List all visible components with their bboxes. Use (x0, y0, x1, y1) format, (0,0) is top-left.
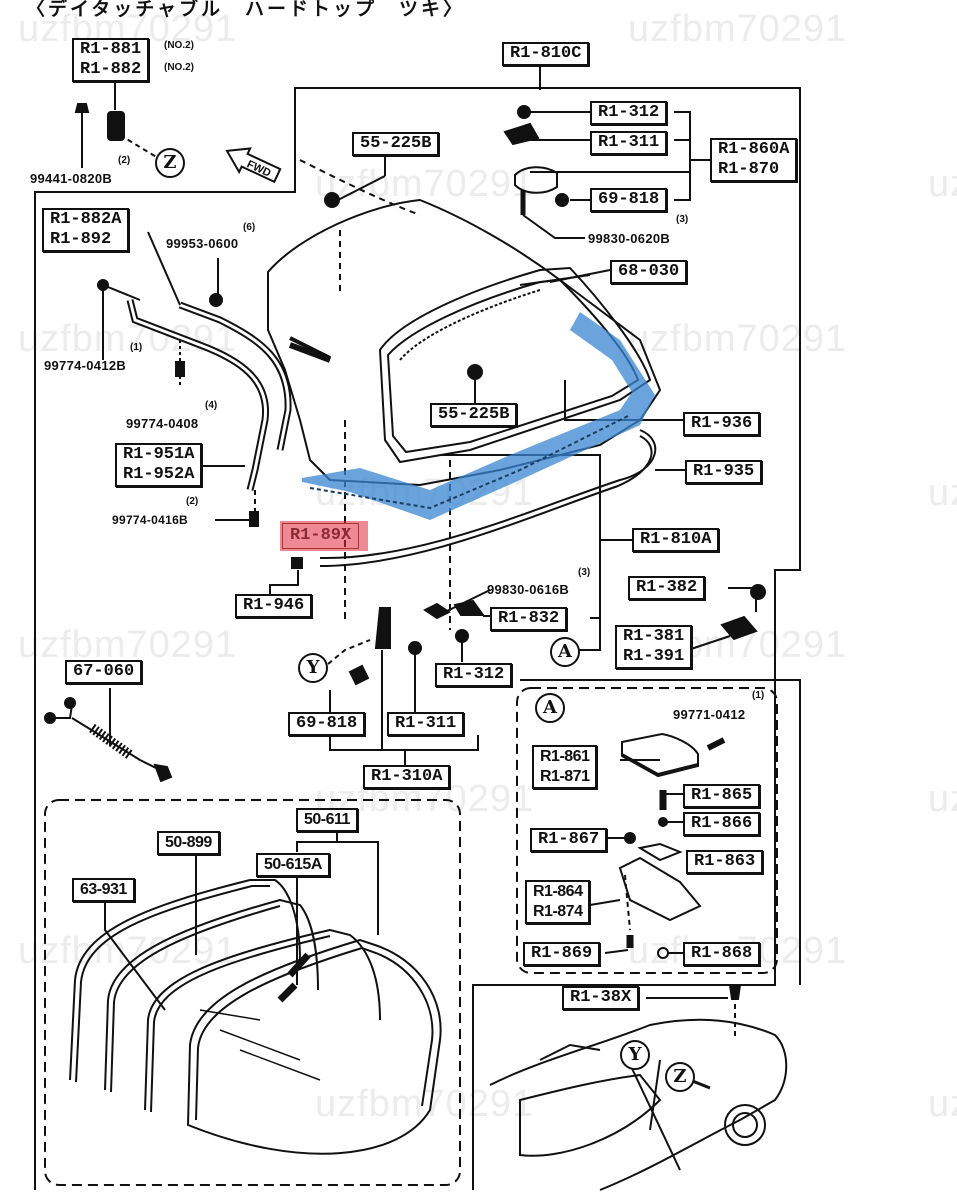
label-r1-866[interactable]: R1-866 (683, 812, 761, 836)
qty-99774-0412b: (1) (130, 342, 143, 353)
callout-y-car: Y (620, 1040, 650, 1070)
label-r1-867[interactable]: R1-867 (530, 828, 608, 852)
label-r1-935[interactable]: R1-935 (685, 460, 763, 484)
label-r1-936[interactable]: R1-936 (683, 412, 761, 436)
callout-a-detail: A (535, 693, 565, 723)
weatherstrip-r1-935 (319, 429, 657, 560)
watermark: uzfbm70291 (928, 778, 957, 820)
label-r1-310a[interactable]: R1-310A (363, 765, 451, 789)
qty-99830-0620b: (3) (676, 214, 689, 225)
partno-99830-0620b[interactable]: 99830-0620B (588, 231, 671, 246)
diagram-title: 〈デイタッチャブル ハードトップ ツキ〉 (26, 0, 466, 20)
label-r1-861[interactable]: R1-861 R1-871 (532, 745, 598, 789)
label-r1-89x-selected[interactable]: R1-89X (280, 521, 368, 551)
callout-z-car: Z (665, 1062, 695, 1092)
watermark: uzfbm70291 (628, 318, 848, 360)
label-r1-312-bot[interactable]: R1-312 (435, 663, 513, 687)
partno-99830-0616b[interactable]: 99830-0616B (487, 582, 570, 597)
label-r1-860a[interactable]: R1-860A R1-870 (710, 138, 798, 182)
label-67-060[interactable]: 67-060 (65, 660, 143, 684)
label-68-030[interactable]: 68-030 (610, 260, 688, 284)
qty-99771-0412: (1) (752, 690, 765, 701)
qty-99830-0616b: (3) (578, 567, 591, 578)
highlighted-rear-rail (302, 312, 655, 520)
label-r1-311-top[interactable]: R1-311 (590, 131, 668, 155)
label-69-818-bot[interactable]: 69-818 (288, 712, 366, 736)
weatherstrip-kit-box (44, 799, 461, 1186)
label-55-225b-mid[interactable]: 55-225B (430, 403, 518, 427)
label-r1-946[interactable]: R1-946 (235, 594, 313, 618)
note-no2: (NO.2) (164, 62, 194, 73)
partno-99441-0820b[interactable]: 99441-0820B (30, 171, 113, 186)
label-r1-869[interactable]: R1-869 (523, 942, 601, 966)
frame-border (34, 87, 801, 1190)
label-69-818-top[interactable]: 69-818 (590, 188, 668, 212)
label-50-615a[interactable]: 50-615A (256, 853, 330, 877)
label-r1-810a[interactable]: R1-810A (632, 528, 720, 552)
label-r1-312-top[interactable]: R1-312 (590, 101, 668, 125)
partno-99774-0412b[interactable]: 99774-0412B (44, 358, 127, 373)
frame-inner (520, 679, 801, 985)
callout-y: Y (298, 653, 328, 683)
watermark: uzfbm70291 (928, 1083, 957, 1125)
label-r1-881[interactable]: R1-881 R1-882 (72, 38, 150, 82)
label-63-931[interactable]: 63-931 (72, 878, 135, 902)
label-r1-832[interactable]: R1-832 (490, 607, 568, 631)
note-no2: (NO.2) (164, 40, 194, 51)
watermark: uzfbm70291 (928, 163, 957, 205)
label-r1-868[interactable]: R1-868 (683, 942, 761, 966)
label-r1-863[interactable]: R1-863 (686, 850, 764, 874)
label-50-611[interactable]: 50-611 (296, 808, 358, 832)
label-r1-382[interactable]: R1-382 (628, 576, 706, 600)
label-r1-951a[interactable]: R1-951A R1-952A (115, 443, 203, 487)
label-55-225b-top[interactable]: 55-225B (352, 132, 440, 156)
watermark: uzfbm70291 (628, 8, 848, 50)
label-50-899[interactable]: 50-899 (157, 831, 220, 855)
label-r1-311-bot[interactable]: R1-311 (387, 712, 465, 736)
watermark: uzfbm70291 (18, 318, 238, 360)
qty-99953-0600: (6) (243, 222, 256, 233)
qty-99774-0408: (4) (205, 400, 218, 411)
partno-99774-0416b[interactable]: 99774-0416B (112, 513, 189, 527)
partno-99771-0412[interactable]: 99771-0412 (673, 707, 746, 722)
watermark: uzfbm70291 (928, 472, 957, 514)
partno-99774-0408[interactable]: 99774-0408 (126, 416, 199, 431)
label-r1-865[interactable]: R1-865 (683, 784, 761, 808)
label-r1-810c[interactable]: R1-810C (502, 42, 590, 66)
label-r1-882a[interactable]: R1-882A R1-892 (42, 208, 130, 252)
fwd-arrow-icon: FWD (225, 147, 282, 184)
label-r1-864[interactable]: R1-864 R1-874 (525, 880, 591, 924)
qty-99441: (2) (118, 155, 131, 166)
callout-z: Z (155, 148, 185, 178)
label-r1-381[interactable]: R1-381 R1-391 (615, 625, 693, 669)
callout-a: A (550, 637, 580, 667)
qty-99774-0416b: (2) (186, 496, 199, 507)
watermark: uzfbm70291 (18, 624, 238, 666)
detail-a-box (516, 687, 778, 974)
svg-text:FWD: FWD (245, 158, 273, 179)
partno-99953-0600[interactable]: 99953-0600 (166, 236, 239, 251)
watermark: uzfbm70291 (315, 163, 535, 205)
label-r1-38x[interactable]: R1-38X (562, 986, 640, 1010)
